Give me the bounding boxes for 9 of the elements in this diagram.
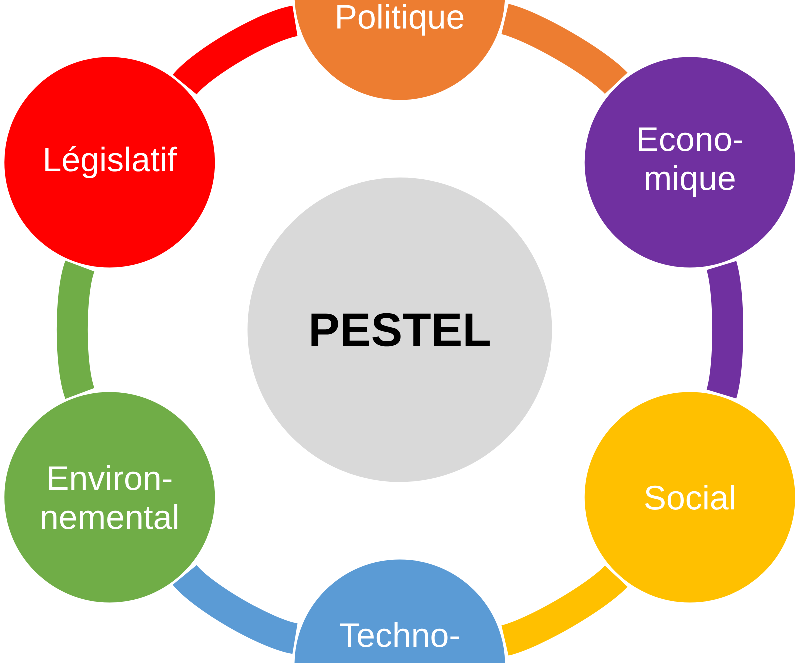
connector-arc bbox=[500, 565, 628, 656]
circle-node: Environ- nemental bbox=[3, 390, 217, 604]
circle-node: Législatif bbox=[3, 56, 217, 270]
circle-node: Techno- bbox=[293, 558, 507, 663]
circle-node: Social bbox=[583, 390, 797, 604]
connector-arc bbox=[706, 262, 744, 398]
connector-arc bbox=[500, 4, 628, 95]
circle-node: Econo- mique bbox=[583, 56, 797, 270]
connector-arc bbox=[56, 262, 95, 398]
